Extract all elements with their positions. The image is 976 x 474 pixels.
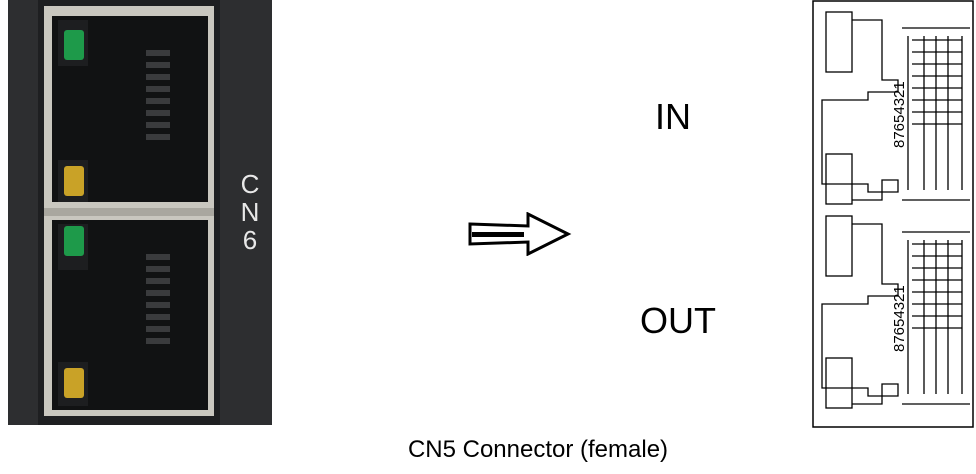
cn6-label-letter: C (241, 169, 260, 199)
contact-pins (146, 254, 170, 344)
cn6-label-letter: N (241, 197, 260, 227)
in-label: IN (655, 96, 691, 137)
bottom-pin-numbers: 87654321 (891, 285, 908, 352)
cn6-label-letter: 6 (243, 225, 257, 255)
connector-caption: CN5 Connector (female) (407, 436, 669, 463)
pinout-drawing: 87654321 87654321 (812, 0, 974, 428)
lower-jack (52, 220, 208, 410)
upper-jack (52, 16, 208, 202)
pin-lines (912, 243, 962, 329)
pinout-outline (812, 0, 974, 428)
green-led-icon (64, 226, 84, 256)
pinout-top-jack (821, 11, 970, 205)
top-pin-numbers: 87654321 (891, 81, 908, 148)
green-led-icon (64, 30, 84, 60)
pin-lines (912, 39, 962, 125)
out-label: OUT (640, 300, 716, 341)
rj45-port-photo: C N 6 (8, 0, 272, 425)
right-arrow-icon (468, 212, 572, 256)
pinout-bottom-jack (821, 215, 970, 409)
yellow-led-icon (64, 368, 84, 398)
contact-pins (146, 50, 170, 140)
yellow-led-icon (64, 166, 84, 196)
